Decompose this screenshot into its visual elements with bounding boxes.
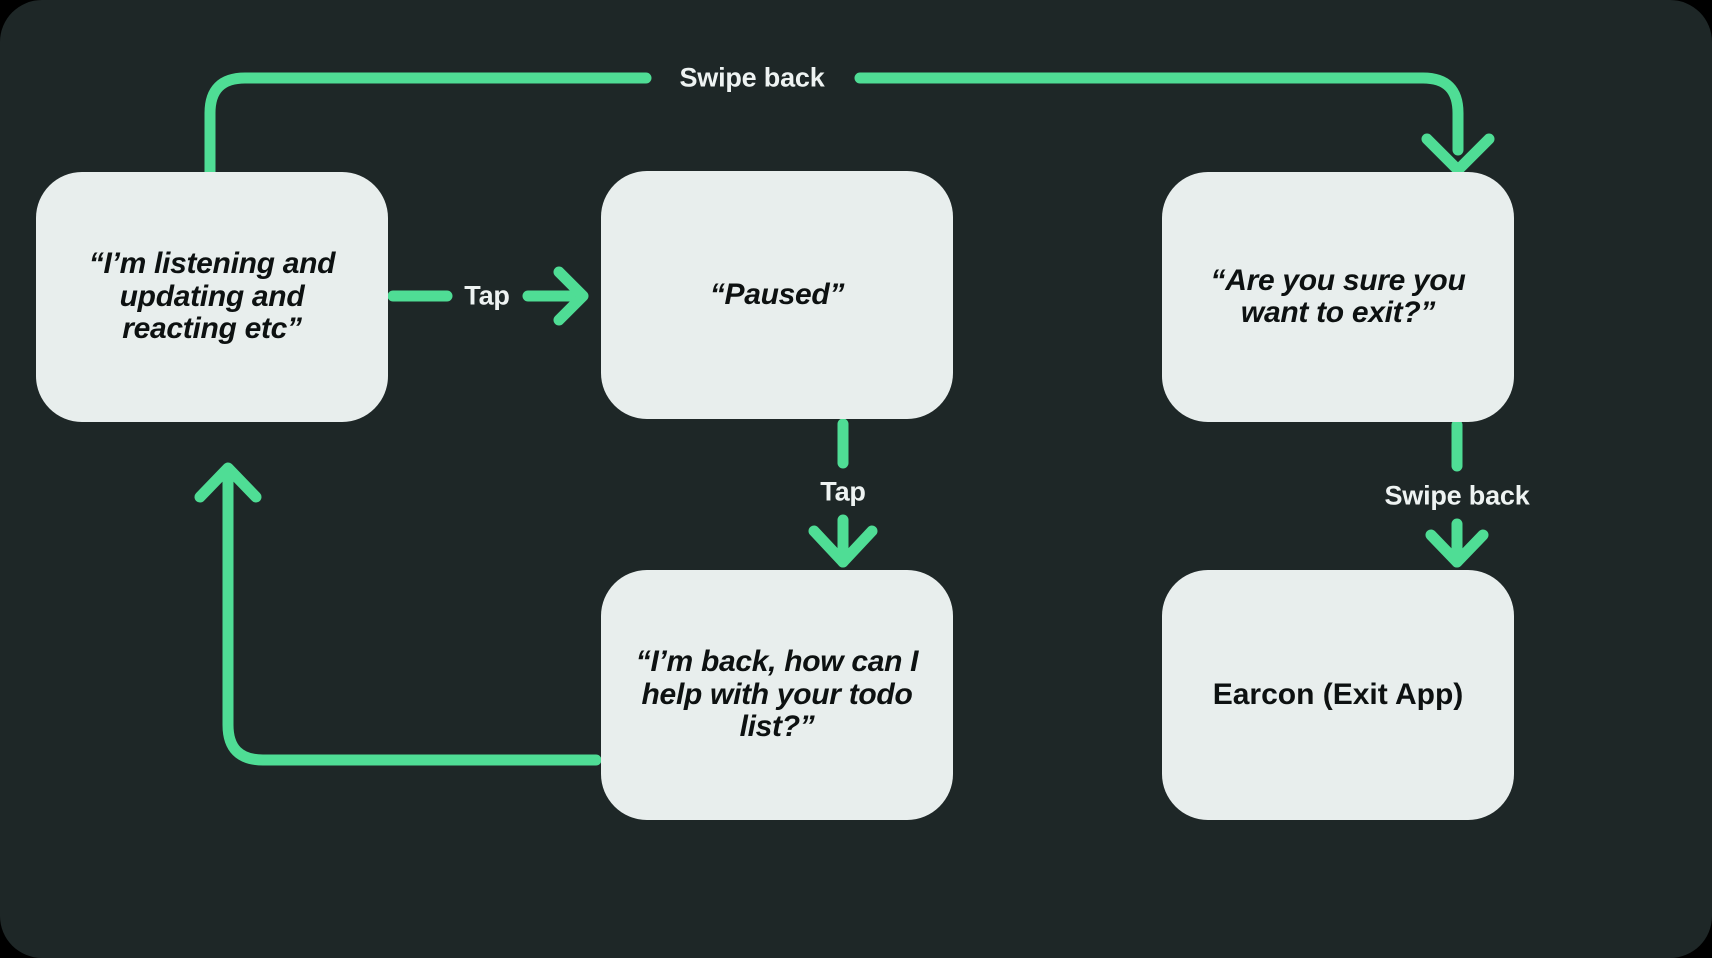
node-earcon-exit-app[interactable]: Earcon (Exit App) — [1162, 570, 1514, 820]
edge-label-tap-paused-to-back: Tap — [820, 476, 866, 507]
edge-tap-right-arrowhead — [553, 266, 589, 326]
node-are-you-sure-exit[interactable]: “Are you sure you want to exit?” — [1162, 172, 1514, 422]
edge-loop-back-arrowhead — [194, 462, 262, 503]
edge-label-swipe-back-exit-to-earcon: Swipe back — [1384, 480, 1530, 511]
edge-swipe-top-arrowhead — [1421, 133, 1495, 176]
edge-tap-down-arrowhead — [808, 525, 878, 568]
edge-swipe-side-arrowhead — [1425, 529, 1489, 568]
edge-swipe-top-right-segment — [854, 72, 1464, 156]
node-paused-label: “Paused” — [709, 277, 845, 311]
node-paused[interactable]: “Paused” — [601, 171, 953, 419]
edge-label-swipe-back-top: Swipe back — [679, 62, 825, 93]
edge-swipe-top-left-segment — [204, 72, 652, 178]
edge-label-tap-listening-to-paused: Tap — [464, 280, 510, 311]
node-exit-label: “Are you sure you want to exit?” — [1210, 263, 1466, 329]
node-listening-label: “I’m listening and updating and reacting… — [88, 247, 336, 346]
node-earcon-label: Earcon (Exit App) — [1212, 677, 1464, 711]
node-back-label: “I’m back, how can I help with your todo… — [635, 645, 919, 744]
node-im-back[interactable]: “I’m back, how can I help with your todo… — [601, 570, 953, 820]
node-listening[interactable]: “I’m listening and updating and reacting… — [36, 172, 388, 422]
edge-loop-back-line — [222, 464, 602, 766]
